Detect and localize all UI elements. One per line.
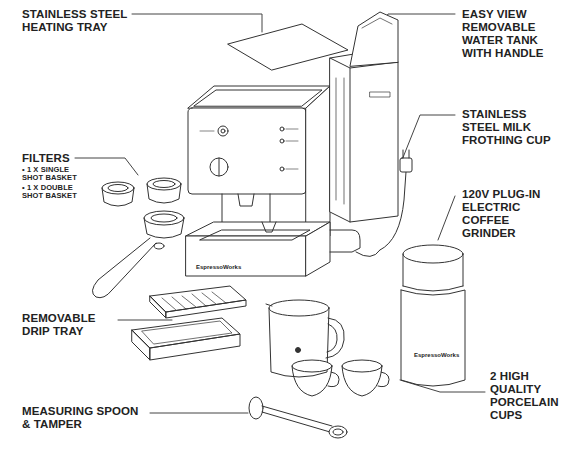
part-label: FILTERS bbox=[22, 152, 102, 165]
spoon-tamper bbox=[249, 397, 347, 438]
water-tank bbox=[330, 12, 398, 222]
part-label: STAINLESS STEEL MILK FROTHING CUP bbox=[462, 108, 562, 147]
brand-logo: EspressoWorks bbox=[196, 264, 241, 270]
coffee-grinder bbox=[401, 245, 465, 386]
part-label: REMOVABLE DRIP TRAY bbox=[22, 312, 118, 338]
power-cord bbox=[380, 150, 412, 250]
leader-lines bbox=[75, 14, 485, 413]
part-label: MEASURING SPOON & TAMPER bbox=[22, 405, 144, 431]
part-label: 120V PLUG-IN ELECTRIC COFFEE GRINDER bbox=[462, 188, 552, 240]
portafilter bbox=[92, 211, 184, 298]
part-label: EASY VIEW REMOVABLE WATER TANK WITH HAND… bbox=[462, 8, 562, 60]
part-label: 2 HIGH QUALITY PORCELAIN CUPS bbox=[490, 370, 564, 422]
part-note: • 1 X SINGLE SHOT BASKET bbox=[22, 166, 86, 183]
porcelain-cups bbox=[292, 360, 389, 396]
part-note: • 1 X DOUBLE SHOT BASKET bbox=[22, 184, 86, 201]
brand-logo: EspressoWorks bbox=[414, 352, 459, 358]
drip-tray bbox=[132, 286, 246, 360]
part-label: STAINLESS STEEL HEATING TRAY bbox=[22, 8, 134, 34]
milk-frothing-cup bbox=[266, 300, 344, 377]
filter-baskets bbox=[102, 178, 181, 206]
